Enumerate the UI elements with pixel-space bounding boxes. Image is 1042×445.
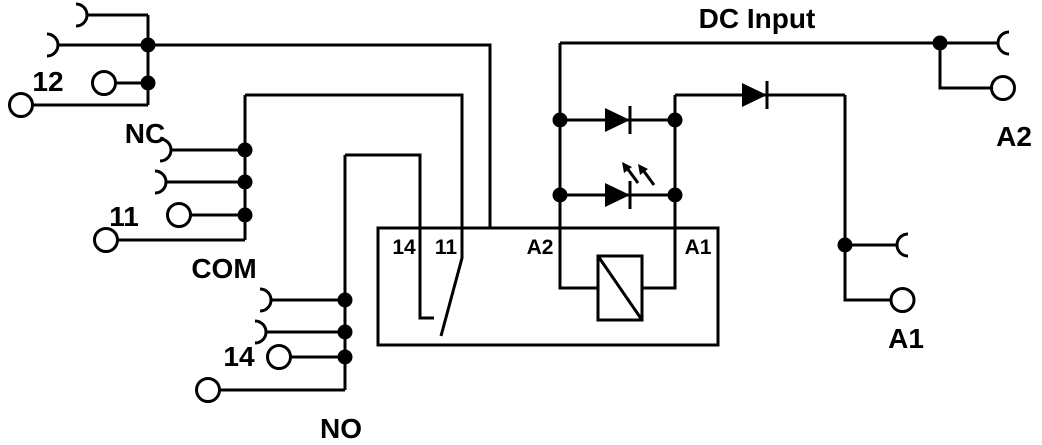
junction-dot xyxy=(667,187,683,203)
dc-input-label: DC Input xyxy=(699,3,816,34)
clamp-contact-icon xyxy=(75,2,89,28)
terminal-group-no: 14 NO xyxy=(195,153,422,444)
led-emission-arrow xyxy=(641,169,656,186)
terminal-label-a2: A2 xyxy=(996,121,1032,152)
terminal-group-a1: A1 xyxy=(837,232,924,354)
screw-terminal-icon xyxy=(266,344,292,370)
wire-no-feed xyxy=(345,153,422,228)
wire-com-feed xyxy=(245,93,464,228)
junction-dot xyxy=(140,75,156,91)
clamp-contact-icon xyxy=(154,169,168,195)
junction-dot xyxy=(552,112,568,128)
terminal-label-com: COM xyxy=(191,253,256,284)
wire xyxy=(938,43,992,90)
clamp-contact-icon xyxy=(254,319,268,345)
terminal-group-a2: A2 xyxy=(932,30,1032,152)
screw-terminal-icon xyxy=(91,70,117,96)
test-point-icon xyxy=(195,377,221,403)
led-emission-arrowhead xyxy=(622,162,632,173)
junction-dot xyxy=(337,292,353,308)
terminal-number-12: 12 xyxy=(32,66,63,97)
protection-diode-icon xyxy=(742,83,767,107)
wire-coil-a2 xyxy=(558,228,598,290)
relay-pin-11-label: 11 xyxy=(435,236,458,259)
screw-terminal-icon xyxy=(166,202,192,228)
relay-pin-a1-label: A1 xyxy=(685,236,712,259)
junction-dot xyxy=(667,112,683,128)
relay-contact-fixed xyxy=(418,228,434,320)
relay-pin-14-label: 14 xyxy=(392,236,416,259)
wire-nc-feed xyxy=(58,43,492,228)
junction-dot xyxy=(237,207,253,223)
wire-coil-a1 xyxy=(642,228,677,290)
junction-dot xyxy=(140,37,156,53)
wire xyxy=(843,245,891,302)
led-emission-arrow xyxy=(625,167,640,184)
junction-dot xyxy=(337,324,353,340)
junction-dot xyxy=(237,142,253,158)
clamp-contact-icon xyxy=(895,232,909,258)
clamp-contact-icon xyxy=(159,137,173,163)
terminal-label-nc: NC xyxy=(125,118,165,149)
terminal-label-no: NO xyxy=(320,413,362,444)
relay-box: 14 11 A2 A1 xyxy=(376,226,720,347)
relay-contact-arm xyxy=(439,228,464,337)
input-circuit: DC Input xyxy=(552,3,940,245)
terminal-group-nc: 12 NC xyxy=(8,2,492,228)
junction-dot xyxy=(552,187,568,203)
clamp-contact-icon xyxy=(996,30,1010,56)
led-icon xyxy=(605,183,630,207)
relay-outline xyxy=(376,226,720,347)
led-emission-arrowhead xyxy=(638,164,648,175)
diode-icon xyxy=(605,108,630,132)
junction-dot xyxy=(237,174,253,190)
terminal-number-14: 14 xyxy=(223,341,255,372)
junction-dot xyxy=(337,349,353,365)
test-point-icon xyxy=(990,75,1016,101)
relay-coil-diagonal xyxy=(596,255,644,321)
test-point-icon xyxy=(889,287,916,313)
clamp-contact-icon xyxy=(46,32,60,58)
terminal-label-a1: A1 xyxy=(888,323,924,354)
test-point-icon xyxy=(8,92,34,118)
terminal-group-com: 11 COM xyxy=(93,93,464,284)
relay-pin-a2-label: A2 xyxy=(527,236,554,259)
clamp-contact-icon xyxy=(259,287,273,313)
terminal-number-11: 11 xyxy=(109,201,139,232)
